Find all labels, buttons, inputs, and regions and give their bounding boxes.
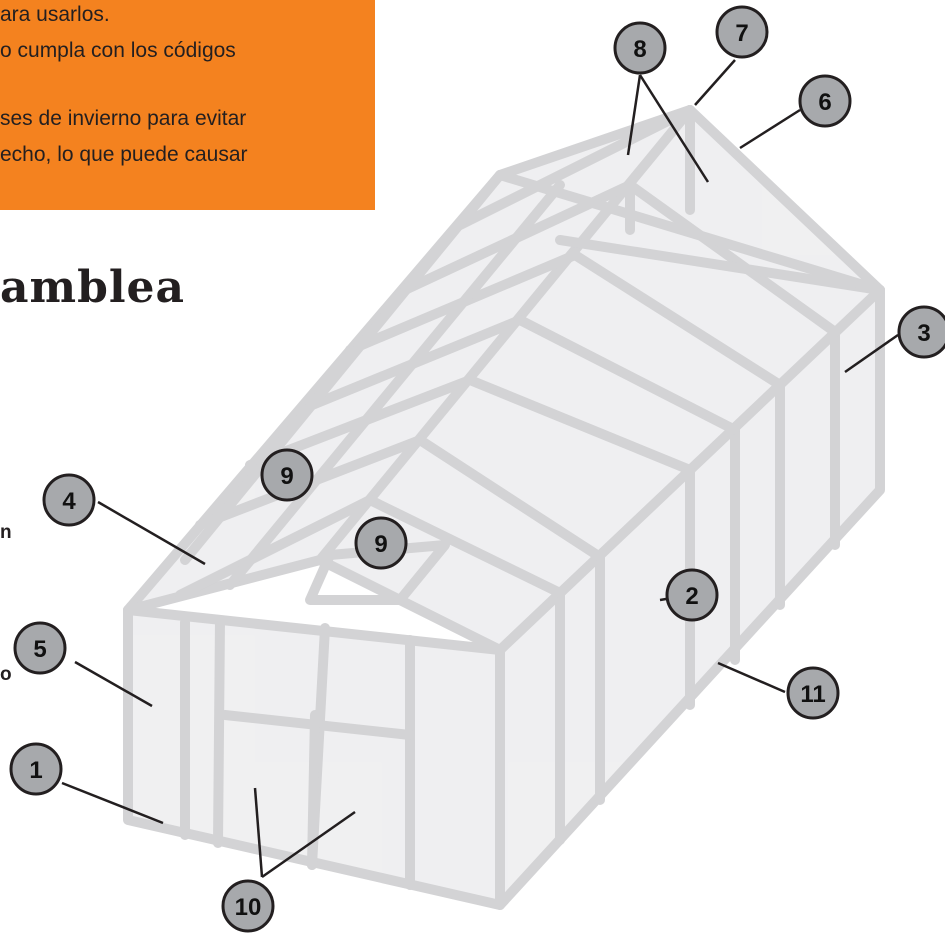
top-purlin [495,170,885,295]
front-eave [123,555,325,615]
callout-3: 3 [897,305,945,359]
notice-line-1: ara usarlos. [0,3,110,26]
leader-6 [739,108,801,150]
roof-rafter-4 [515,315,740,435]
cut-text-fragment-1: n [0,522,12,543]
door-split [307,710,320,870]
leader-7 [694,59,736,106]
callout-7-label: 7 [735,20,748,47]
callout-6-label: 6 [818,89,831,116]
roof-rafter-3 [465,375,695,475]
cut-text-fragment-2: o [0,664,12,685]
leader-1 [61,781,164,825]
callout-3-label: 3 [917,320,930,347]
leader-5 [74,660,153,708]
notice-box: ara usarlos. o cumpla con los códigos se… [0,0,375,210]
callouts: 1 2 3 4 5 6 7 8 [9,5,945,933]
roof-rafter-6 [625,180,840,337]
callout-leaders [61,59,899,879]
side-purlin-1 [555,235,885,295]
front-purlin-2 [225,180,565,590]
leader-4 [97,500,206,566]
front-stud-2 [213,615,225,848]
callout-9b-label: 9 [374,531,387,558]
callout-6: 6 [798,74,852,128]
roof-rafter-1 [365,495,565,598]
front-rafter-7 [455,105,695,230]
callout-1-label: 1 [29,757,42,784]
leader-10a [253,787,264,878]
callout-5: 5 [13,621,67,675]
callout-1: 1 [9,742,63,796]
leader-3 [844,333,899,374]
leader-11 [717,661,786,694]
callout-4-label: 4 [62,488,76,515]
roof-rafter-5 [570,250,785,390]
greenhouse-frame [123,105,885,910]
gable-edge [315,555,505,655]
section-heading: amblea [0,262,186,313]
leader-8b [638,74,710,183]
callout-2-label: 2 [685,583,698,610]
notice-line-4: echo, lo que puede causar [0,143,248,166]
callout-9a: 9 [260,448,314,502]
notice-line-2: o cumpla con los códigos [0,39,236,62]
callout-7: 7 [715,5,769,59]
callout-11-label: 11 [800,681,825,708]
leader-10b [261,810,356,879]
roof-rafter-2 [415,435,605,562]
callout-10-label: 10 [235,894,262,921]
callout-9b: 9 [354,516,408,570]
notice-line-3: ses de invierno para evitar [0,107,247,130]
callout-5-label: 5 [33,636,46,663]
callout-8: 8 [613,21,667,75]
leader-8a [626,74,642,156]
callout-10: 10 [221,879,275,933]
front-purlin-1 [180,170,505,565]
callout-2: 2 [665,568,719,622]
callout-11: 11 [786,666,840,720]
callout-4: 4 [42,473,96,527]
front-rafter-1 [175,495,375,600]
callout-9a-label: 9 [280,463,293,490]
callout-8-label: 8 [633,36,646,63]
